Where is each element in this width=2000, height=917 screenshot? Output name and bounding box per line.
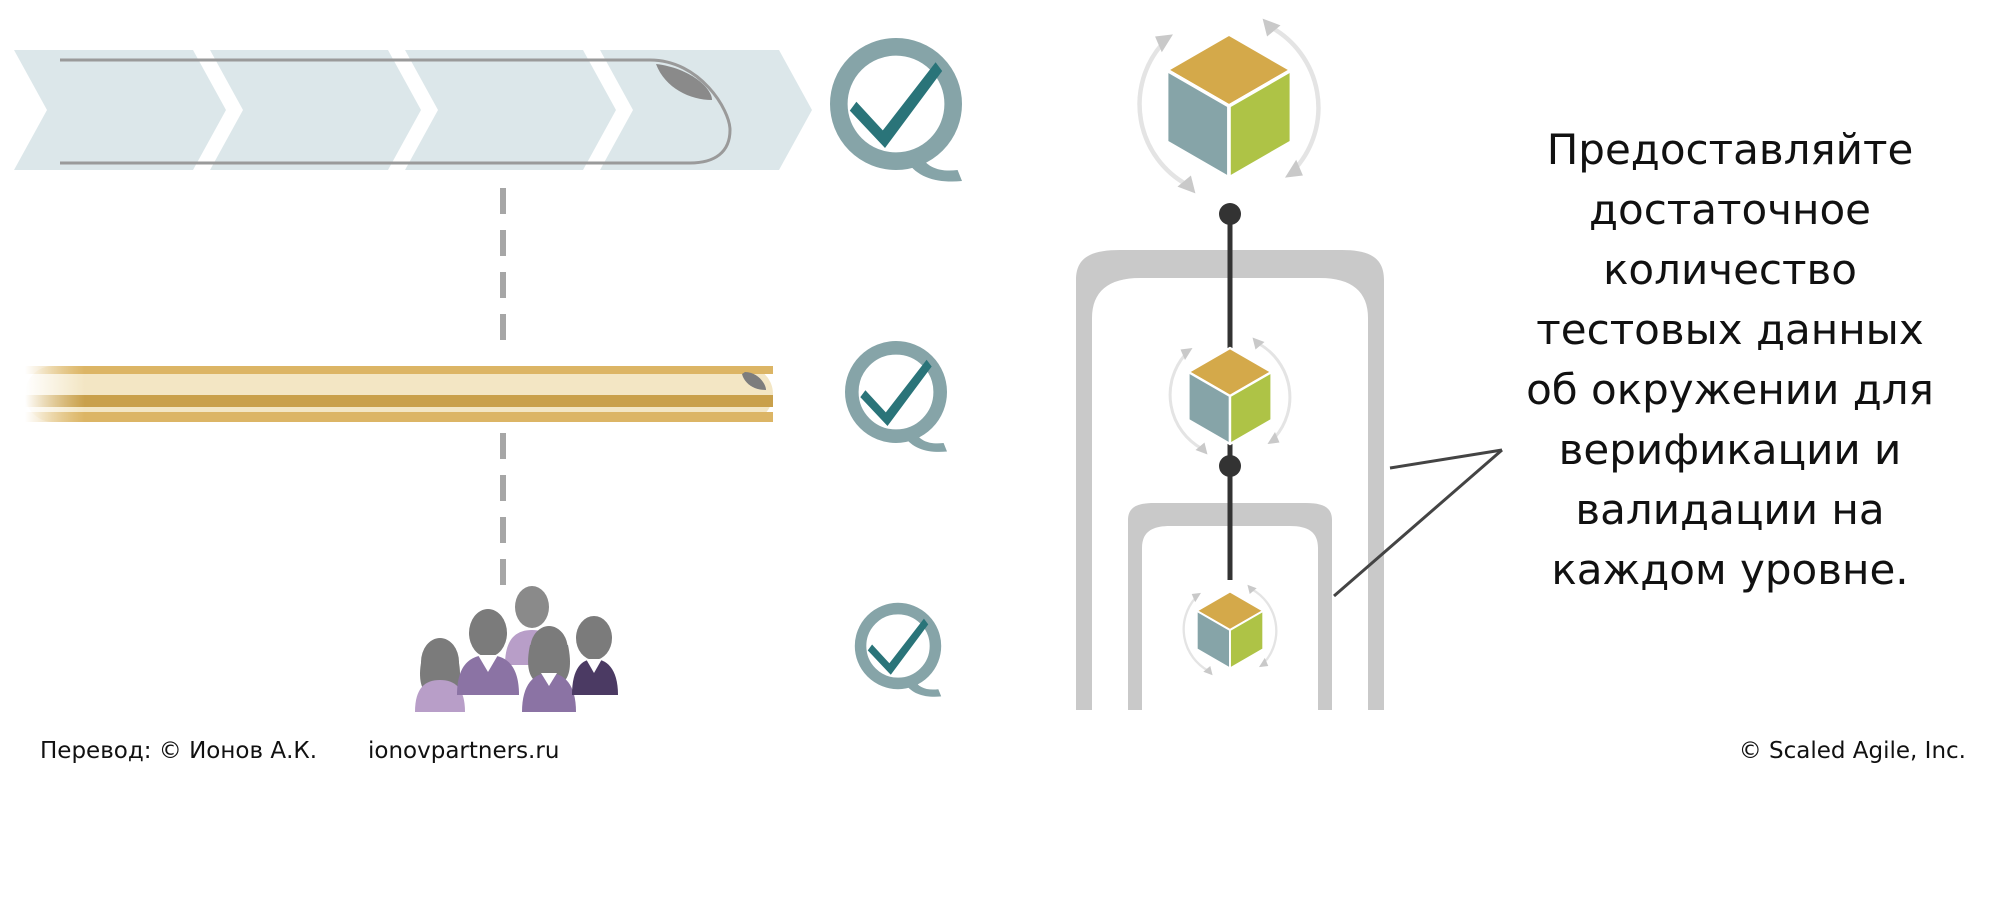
callout-pointer — [1333, 448, 1503, 598]
q-checkmark-icon — [861, 609, 942, 697]
chevron-1 — [14, 50, 226, 170]
q-checkmark-icon — [839, 47, 962, 182]
cube-connector-node — [1219, 455, 1241, 477]
callout-line: каждом уровне. — [1551, 545, 1909, 594]
solution-cube-large — [1140, 19, 1319, 194]
pipeline-tip — [656, 64, 712, 100]
callout-line: валидации на — [1575, 485, 1885, 534]
chevron-3 — [405, 50, 616, 170]
callout-line: достаточное — [1588, 185, 1871, 234]
nested-solution-frames — [1076, 250, 1384, 710]
callout-text: Предоставляйте достаточное количество те… — [1500, 120, 1960, 600]
callout-line: об окружении для — [1526, 365, 1934, 414]
solution-cube-small — [1182, 583, 1278, 677]
callout-line: количество — [1603, 245, 1857, 294]
team-people-icon — [415, 586, 618, 712]
pipeline-outline — [60, 58, 732, 165]
callout-line: Предоставляйте — [1546, 125, 1914, 174]
footer-translation-credit: Перевод: © Ионов А.К. — [40, 738, 318, 764]
chevron-4 — [600, 50, 812, 170]
value-stream-chevrons — [14, 50, 812, 170]
inner-frame — [1128, 503, 1332, 710]
cube-connector-node — [1219, 203, 1241, 225]
callout-line: верификации и — [1558, 425, 1902, 474]
footer-website[interactable]: ionovpartners.ru — [368, 738, 560, 764]
q-checkmark-icon — [852, 348, 947, 452]
footer-copyright: © Scaled Agile, Inc. — [1738, 738, 1966, 764]
solution-cube-medium — [1168, 336, 1292, 456]
callout-line: тестовых данных — [1536, 305, 1924, 354]
chevron-2 — [210, 50, 421, 170]
gold-pipeline — [25, 366, 773, 422]
